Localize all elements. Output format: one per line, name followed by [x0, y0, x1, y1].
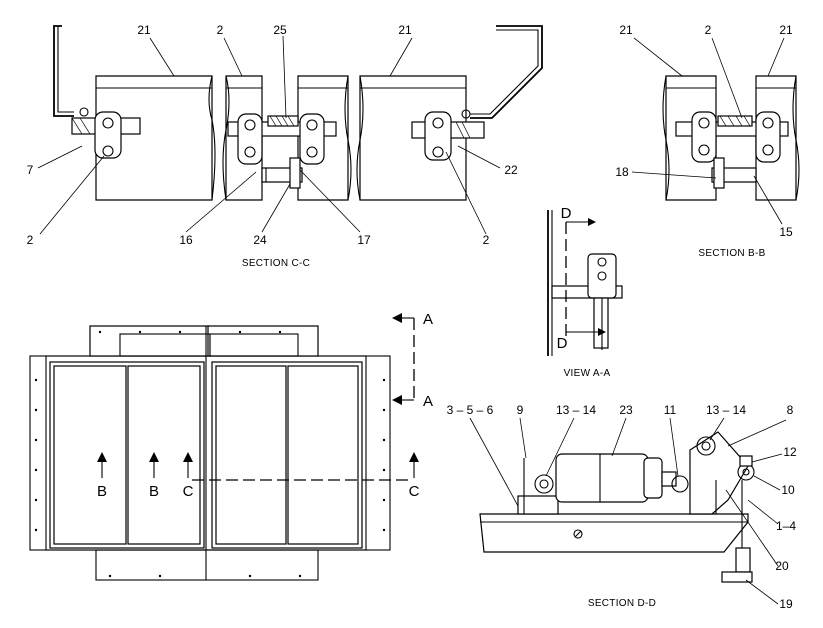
callout-dd-10: 10 [781, 483, 795, 497]
callout-dd-23: 23 [619, 403, 633, 417]
callout-dd-13-14-left: 13 – 14 [556, 403, 596, 417]
callout-bb-2: 2 [705, 23, 712, 37]
callout-cc-21-left: 21 [137, 23, 151, 37]
callout-dd-8: 8 [787, 403, 794, 417]
bell-crank [689, 431, 749, 515]
callout-cc-2-bottom-left: 2 [27, 233, 34, 247]
callout-cc-17: 17 [357, 233, 371, 247]
callout-cc-21-right: 21 [398, 23, 412, 37]
callout-cc-2-bottom-right: 2 [483, 233, 490, 247]
callout-dd-9: 9 [517, 403, 524, 417]
caption-section-bb: SECTION B-B [698, 248, 765, 259]
callout-cc-2-top: 2 [217, 23, 224, 37]
marker-b-left: B [97, 483, 107, 500]
base-plate [479, 513, 749, 553]
marker-c-right: C [409, 483, 420, 500]
callout-bb-21-left: 21 [619, 23, 633, 37]
caption-section-dd: SECTION D-D [588, 598, 656, 609]
callout-dd-20: 20 [775, 559, 789, 573]
bracket-right [470, 25, 543, 119]
callout-cc-16: 16 [179, 233, 193, 247]
marker-a-top: A [423, 311, 433, 328]
callout-cc-25: 25 [273, 23, 287, 37]
callout-dd-11: 11 [664, 403, 677, 417]
marker-d-bottom: D [557, 335, 568, 352]
marker-c-left: C [183, 483, 194, 500]
callout-bb-18: 18 [615, 165, 629, 179]
callout-dd-1-4: 1–4 [776, 519, 796, 533]
marker-a-bottom: A [423, 393, 433, 410]
callout-dd-13-14-right: 13 – 14 [706, 403, 746, 417]
section-bb-view: 21 2 21 18 15 SECTION B-B [615, 23, 800, 259]
callout-bb-21-right: 21 [779, 23, 793, 37]
caption-section-cc: SECTION C-C [242, 258, 310, 269]
section-dd-view: 3 – 5 – 6 9 13 – 14 23 11 13 – 14 8 12 1… [447, 403, 797, 611]
panel-bb-left [665, 75, 717, 201]
plan-view: B B C C A A [29, 311, 433, 581]
view-aa: D D VIEW A-A [547, 205, 623, 379]
callout-cc-7: 7 [27, 163, 34, 177]
callout-dd-3-5-6: 3 – 5 – 6 [447, 403, 494, 417]
caption-view-aa: VIEW A-A [564, 368, 611, 379]
bracket-left [53, 25, 74, 117]
callout-dd-12: 12 [783, 445, 797, 459]
callout-bb-15: 15 [779, 225, 793, 239]
callout-cc-24: 24 [253, 233, 267, 247]
section-cc-view: 21 2 25 21 7 22 2 16 24 17 2 SECTION C-C [27, 23, 543, 269]
marker-d-top: D [561, 205, 572, 222]
marker-b-mid: B [149, 483, 159, 500]
actuator-cylinder [555, 453, 649, 503]
callout-dd-19: 19 [779, 597, 793, 611]
callout-cc-22: 22 [504, 163, 518, 177]
